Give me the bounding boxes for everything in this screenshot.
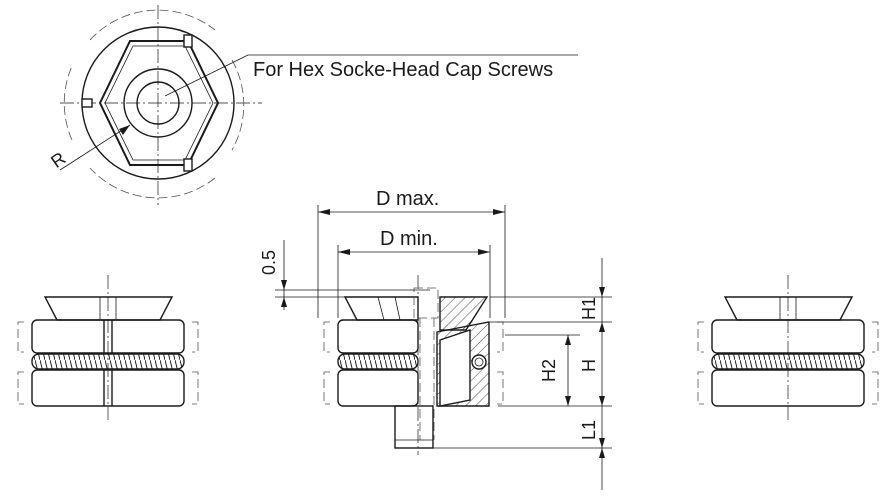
dim-gap bbox=[275, 240, 430, 310]
d-min-label: D min. bbox=[380, 228, 438, 250]
l1-label: L1 bbox=[579, 420, 599, 440]
h2-label: H2 bbox=[539, 359, 559, 382]
right-side-view bbox=[697, 275, 879, 420]
radius-label: R bbox=[47, 148, 69, 172]
gap-label: 0.5 bbox=[259, 250, 279, 275]
h-label: H bbox=[579, 359, 599, 372]
d-max-label: D max. bbox=[376, 188, 439, 210]
dim-d-min bbox=[337, 245, 491, 318]
section-view bbox=[323, 275, 504, 455]
screw-note-label: For Hex Socke-Head Cap Screws bbox=[253, 59, 553, 81]
left-side-view bbox=[17, 275, 199, 420]
dim-d-max bbox=[317, 205, 506, 318]
dim-verticals bbox=[433, 258, 612, 490]
top-view bbox=[59, 5, 578, 205]
h1-label: H1 bbox=[579, 297, 599, 320]
